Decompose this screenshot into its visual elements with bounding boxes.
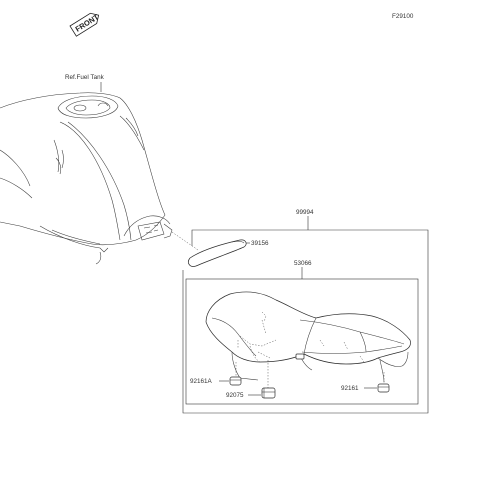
figure-code: F29100: [392, 13, 414, 20]
kit-99994-bracket: [182, 229, 429, 414]
cover-edge-detail: [231, 241, 245, 244]
damper-92161a: [229, 362, 242, 386]
ref-fuel-tank-label: Ref.Fuel Tank: [65, 74, 105, 81]
collar-92075: [261, 360, 276, 399]
front-direction-tag: FRONT: [69, 12, 101, 37]
tank-to-cover-leader: [171, 231, 199, 251]
fuel-tank: [0, 92, 173, 265]
damper-92161-label: 92161: [341, 385, 359, 392]
cover-39156-label: 39156: [251, 240, 269, 247]
seat-53066-label: 53066: [294, 260, 312, 267]
seat-subassembly-box: [185, 278, 419, 405]
damper-92161: [377, 372, 390, 393]
seat-cover-39156: [188, 239, 247, 267]
collar-92075-label: 92075: [226, 392, 244, 399]
kit-99994-label: 99994: [296, 209, 314, 216]
seat-53066: [205, 291, 411, 383]
damper-92161a-label: 92161A: [190, 378, 213, 385]
